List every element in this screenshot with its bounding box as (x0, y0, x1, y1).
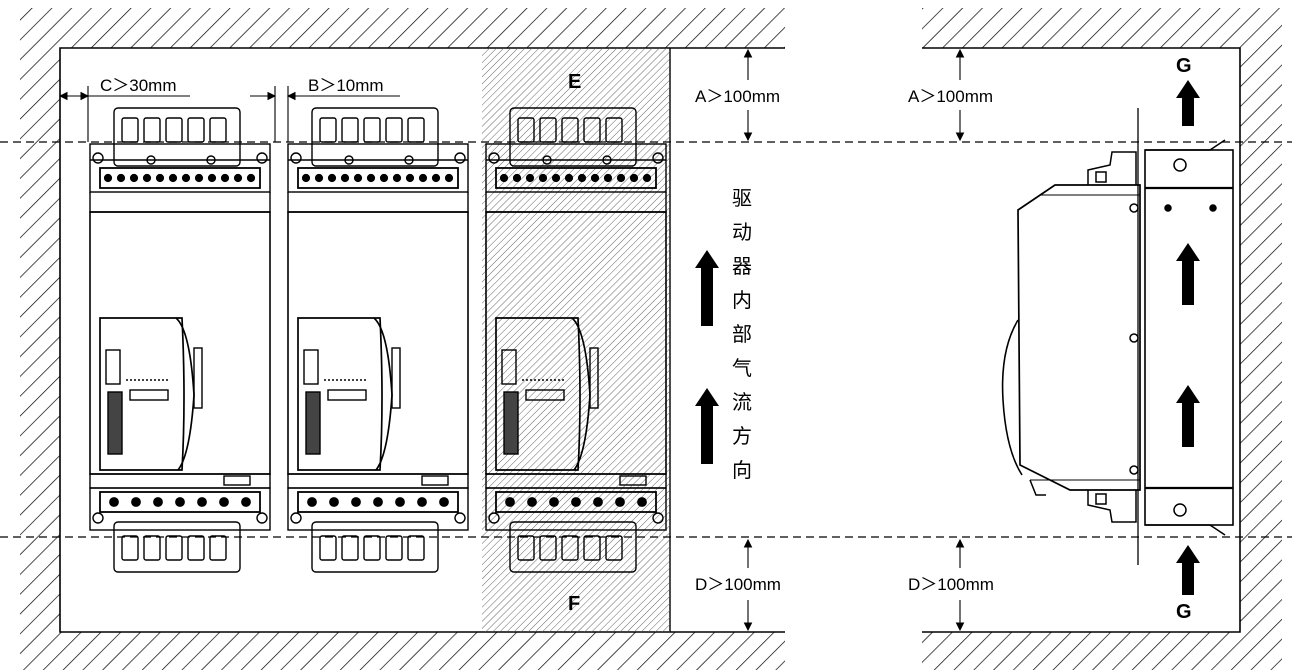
airflow-arrow-icon (1176, 545, 1200, 595)
side-wall-top (922, 8, 1282, 48)
zone-top-label: E (568, 71, 581, 93)
airflow-text-char: 方 (732, 424, 752, 448)
drive-unit (287, 107, 469, 573)
airflow-arrows (695, 80, 1200, 595)
airflow-arrow-icon (695, 250, 719, 326)
airflow-text-char: 向 (732, 458, 752, 482)
drive-units (89, 107, 667, 573)
side-view-drive (1001, 108, 1234, 565)
airflow-text-char: 气 (732, 356, 752, 380)
airflow-arrow-icon (1176, 243, 1200, 305)
airflow-arrow-icon (695, 388, 719, 464)
clearance-d-front-label: D＞100mm (695, 575, 781, 594)
front-wall-bottom (20, 632, 785, 670)
side-wall-right (1240, 48, 1282, 632)
clearance-d-side-label: D＞100mm (908, 575, 994, 594)
airflow-text-char: 内 (732, 288, 752, 312)
front-wall-top (20, 8, 785, 48)
front-view-cabinet (20, 8, 785, 670)
drive-unit (89, 107, 271, 573)
airflow-text-char: 动 (732, 220, 752, 244)
side-view-cabinet (922, 8, 1282, 670)
airflow-text-char: 流 (732, 390, 752, 414)
clearance-b-label: B＞10mm (308, 76, 384, 95)
dimension-lines (58, 48, 965, 632)
airflow-arrow-icon (1176, 80, 1200, 126)
drive-unit (485, 107, 667, 573)
airflow-text-char: 驱 (732, 186, 752, 210)
clearance-a-side-label: A＞100mm (908, 87, 993, 106)
side-wall-bottom (922, 632, 1282, 670)
airflow-top-label: G (1176, 55, 1192, 77)
clearance-a-front-label: A＞100mm (695, 87, 780, 106)
clearance-c-label: C＞30mm (100, 76, 177, 95)
zone-bottom-label: F (568, 593, 580, 615)
airflow-bottom-label: G (1176, 601, 1192, 623)
airflow-arrow-icon (1176, 385, 1200, 447)
front-wall-left (20, 48, 60, 632)
airflow-text-char: 部 (732, 322, 752, 346)
airflow-text-char: 器 (732, 254, 752, 278)
zone-hatched (482, 48, 670, 632)
